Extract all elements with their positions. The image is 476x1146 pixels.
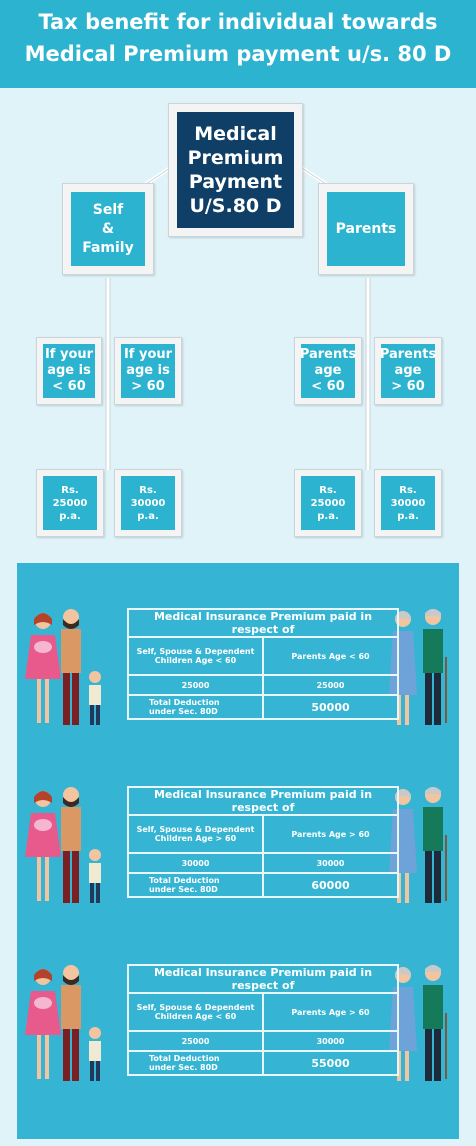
self-age-above-60-box: If your age is > 60: [114, 337, 182, 405]
table-title: Medical Insurance Premium paid in respec…: [128, 965, 398, 993]
self-amount-25000-label: Rs. 25000 p.a.: [43, 476, 97, 530]
total-value-cell: 60000: [263, 873, 398, 897]
self-header-cell: Self, Spouse & Dependent Children Age < …: [128, 637, 263, 675]
parents-age-below-60-label: Parents age < 60: [300, 344, 356, 398]
parents-amount-25000-box: Rs. 25000 p.a.: [294, 469, 362, 537]
table-title: Medical Insurance Premium paid in respec…: [128, 787, 398, 815]
example-table-3: Medical Insurance Premium paid in respec…: [127, 964, 399, 1076]
total-label-cell: Total Deduction under Sec. 80D: [128, 873, 263, 897]
self-family-box: Self & Family: [62, 183, 154, 275]
header-banner: Tax benefit for individual towards Medic…: [0, 0, 476, 88]
root-box: Medical Premium Payment U/S.80 D: [168, 103, 303, 237]
root-label: Medical Premium Payment U/S.80 D: [177, 112, 294, 228]
parents-label: Parents: [327, 192, 405, 266]
family-illustration-icon: [25, 965, 101, 1081]
family-illustration-icon: [25, 609, 101, 725]
self-header-cell: Self, Spouse & Dependent Children Age > …: [128, 815, 263, 853]
table-title: Medical Insurance Premium paid in respec…: [128, 609, 398, 637]
parents-box: Parents: [318, 183, 414, 275]
parents-header-cell: Parents Age > 60: [263, 993, 398, 1031]
elderly-couple-illustration-icon: [389, 787, 447, 903]
parents-amount-30000-box: Rs. 30000 p.a.: [374, 469, 442, 537]
self-age-above-60-label: If your age is > 60: [121, 344, 175, 398]
total-value-cell: 50000: [263, 695, 398, 719]
parents-amount-30000-label: Rs. 30000 p.a.: [381, 476, 435, 530]
self-amount-25000-box: Rs. 25000 p.a.: [36, 469, 104, 537]
self-amount-30000-box: Rs. 30000 p.a.: [114, 469, 182, 537]
self-value-cell: 25000: [128, 675, 263, 695]
self-age-below-60-label: If your age is < 60: [43, 344, 95, 398]
total-value-cell: 55000: [263, 1051, 398, 1075]
parents-value-cell: 30000: [263, 1031, 398, 1051]
parents-amount-25000-label: Rs. 25000 p.a.: [301, 476, 355, 530]
parents-age-above-60-box: Parents age > 60: [374, 337, 442, 405]
total-label-cell: Total Deduction under Sec. 80D: [128, 695, 263, 719]
parents-header-cell: Parents Age < 60: [263, 637, 398, 675]
examples-panel: Medical Insurance Premium paid in respec…: [17, 563, 459, 1139]
page-title-line2: Medical Premium payment u/s. 80 D: [24, 42, 452, 66]
parents-header-cell: Parents Age > 60: [263, 815, 398, 853]
parents-age-above-60-label: Parents age > 60: [380, 344, 436, 398]
parents-value-cell: 25000: [263, 675, 398, 695]
example-table-2: Medical Insurance Premium paid in respec…: [127, 786, 399, 898]
self-value-cell: 30000: [128, 853, 263, 873]
parents-value-cell: 30000: [263, 853, 398, 873]
deduction-diagram: Medical Premium Payment U/S.80 D Self & …: [0, 88, 476, 558]
elderly-couple-illustration-icon: [389, 965, 447, 1081]
total-label-cell: Total Deduction under Sec. 80D: [128, 1051, 263, 1075]
connector-lines: [105, 166, 371, 470]
self-age-below-60-box: If your age is < 60: [36, 337, 102, 405]
self-header-cell: Self, Spouse & Dependent Children Age < …: [128, 993, 263, 1031]
self-family-label: Self & Family: [71, 192, 145, 266]
page-title-line1: Tax benefit for individual towards: [38, 10, 438, 34]
elderly-couple-illustration-icon: [389, 609, 447, 725]
self-amount-30000-label: Rs. 30000 p.a.: [121, 476, 175, 530]
family-illustration-icon: [25, 787, 101, 903]
example-table-1: Medical Insurance Premium paid in respec…: [127, 608, 399, 720]
parents-age-below-60-box: Parents age < 60: [294, 337, 362, 405]
self-value-cell: 25000: [128, 1031, 263, 1051]
